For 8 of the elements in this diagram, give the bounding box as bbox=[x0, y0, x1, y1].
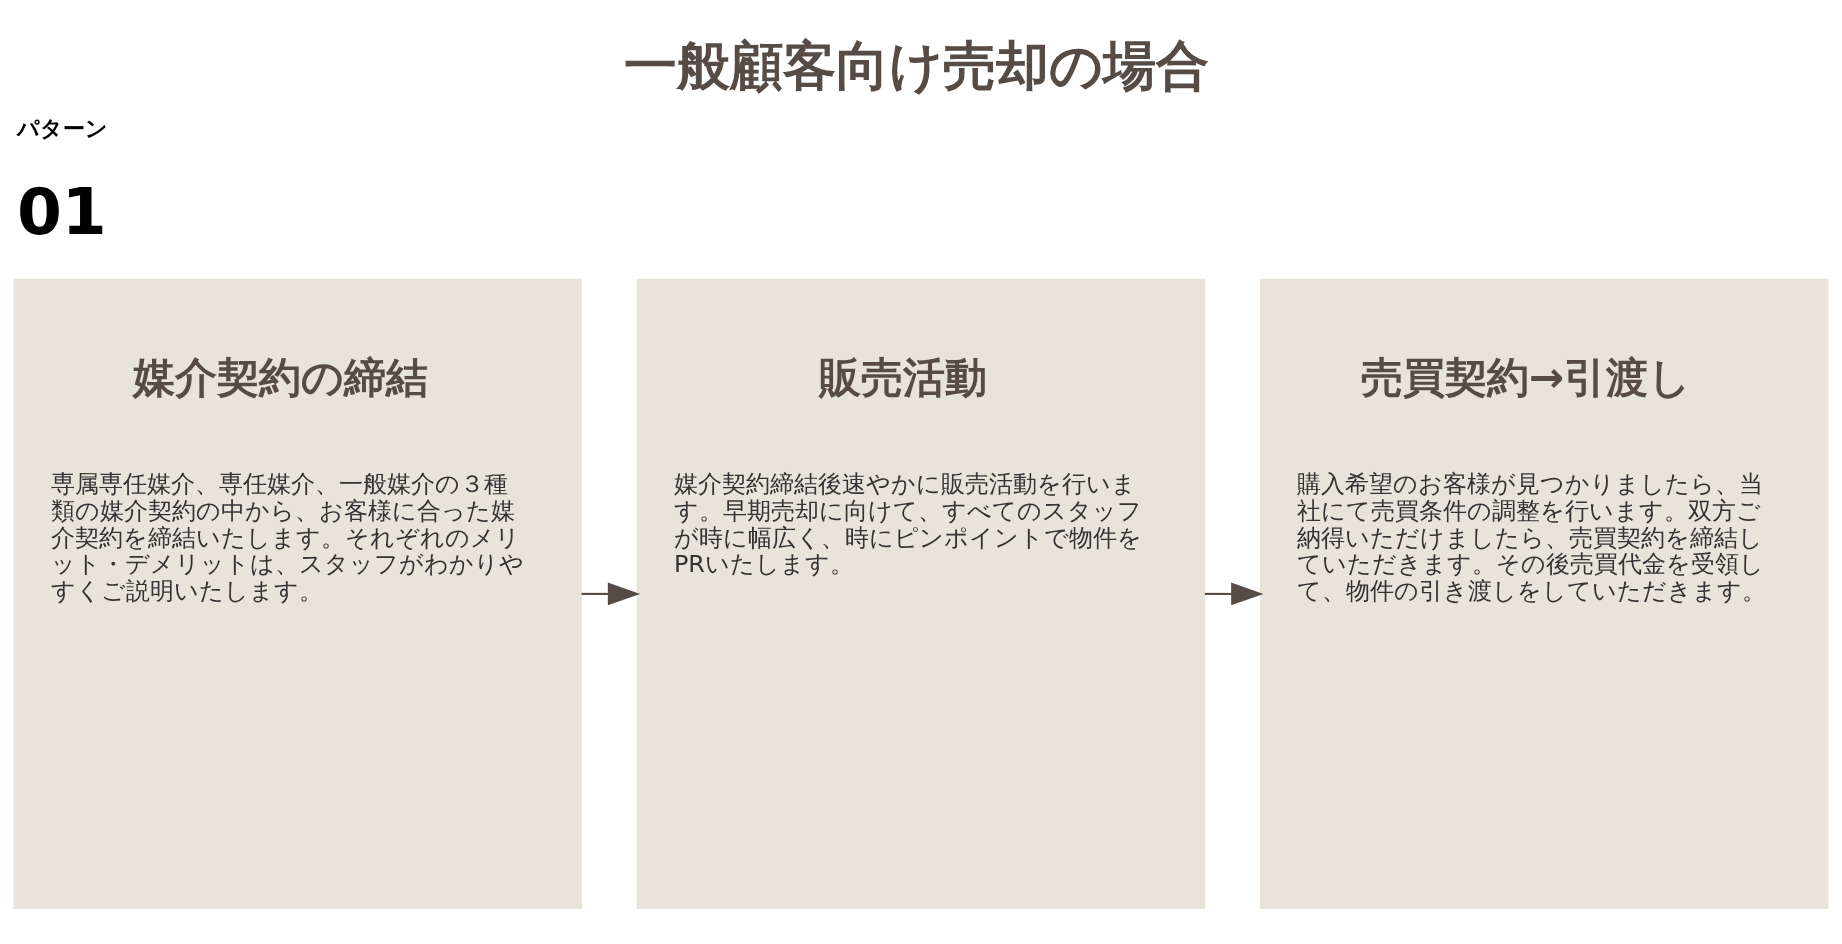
label: パターン bbox=[16, 114, 108, 141]
node-box: 売買契約→引渡し 購入希望のお客様が見つかりましたら、当社にて売買条件の調整を行います。双方ご納得いただけましたら、売買契約を締結していただきます。その後売買代金を受領して、物件の引き渡しをしていただきます。 bbox=[1260, 278, 1829, 909]
label: 01 bbox=[16, 173, 107, 249]
arrow bbox=[1204, 582, 1264, 605]
node-box: 媒介契約の締結 専属専任媒介、専任媒介、一般媒介の３種類の媒介契約の中から、お客様に合った媒介契約を締結いたします。それぞれのメリット・デメリットは、スタッフがわかりやすくご説明いたします。 bbox=[13, 278, 582, 909]
arrow bbox=[581, 582, 641, 605]
node-box: 販売活動 媒介契約締結後速やかに販売活動を行います。早期売却に向けて、すべてのスタッフが時に幅広く、時にピンポイントで物件をPRいたします。 bbox=[636, 278, 1206, 909]
diagram-title: 一般顧客向け売却の場合 bbox=[624, 33, 1210, 96]
